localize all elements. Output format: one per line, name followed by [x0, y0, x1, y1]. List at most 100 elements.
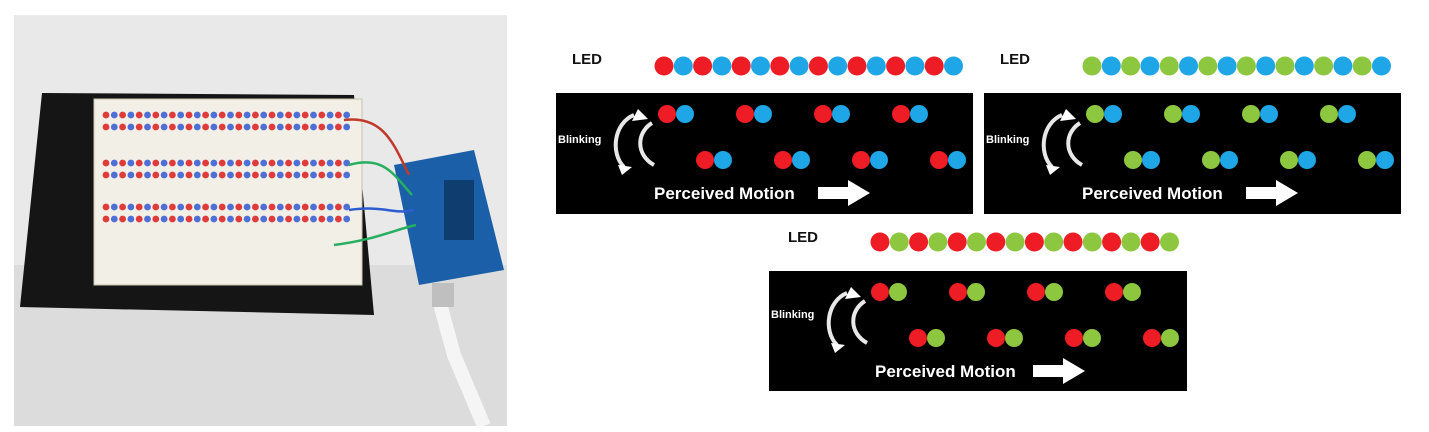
photo-led	[252, 159, 259, 167]
photo-led	[318, 111, 326, 119]
pair-led-b	[832, 105, 850, 123]
breadboard-photo	[14, 15, 507, 429]
photo-led	[185, 123, 193, 131]
photo-led	[193, 215, 201, 223]
pair-led-b	[1182, 105, 1200, 123]
photo-led	[260, 111, 268, 119]
photo-led	[144, 215, 151, 223]
photo-led	[152, 111, 160, 119]
pair-led-b	[1298, 151, 1316, 169]
blinking-arrows-icon	[613, 105, 966, 206]
led-dot	[1005, 232, 1025, 252]
led-dot	[693, 56, 713, 76]
photo-led	[343, 123, 351, 131]
photo-led	[218, 111, 226, 119]
led-dot	[889, 232, 909, 252]
curved-arrows-icon	[1041, 113, 1084, 169]
blinking-arrows-icon	[826, 283, 1179, 384]
led-dot	[808, 56, 828, 76]
photo-led	[243, 111, 251, 119]
photo-led	[102, 111, 110, 119]
photo-led	[152, 171, 160, 179]
photo-led	[285, 171, 292, 179]
blinking-label-3: Blinking	[771, 309, 815, 321]
led-dot	[886, 56, 906, 76]
photo-led	[135, 123, 143, 131]
led-dot	[1044, 232, 1064, 252]
photo-led	[285, 111, 292, 119]
breadboard-led-arduino-photo-icon	[14, 15, 507, 429]
photo-led	[169, 171, 176, 179]
pair-led-a	[1320, 105, 1338, 123]
pair-led-b	[948, 151, 966, 169]
photo-led	[110, 159, 118, 167]
photo-led	[119, 159, 126, 167]
photo-led	[202, 123, 210, 131]
photo-led	[260, 159, 268, 167]
pair-led-a	[736, 105, 754, 123]
pair-led-b	[1045, 283, 1063, 301]
pair-led-b	[927, 329, 945, 347]
photo-led	[218, 123, 226, 131]
led-row-3	[870, 232, 1179, 252]
photo-led	[185, 215, 193, 223]
photo-led	[193, 171, 201, 179]
photo-led	[177, 171, 185, 179]
photo-led	[193, 203, 201, 211]
pair-led-a	[909, 329, 927, 347]
diagram-panel-3: Blinking Perceived Motion	[769, 271, 1187, 391]
photo-led	[318, 203, 326, 211]
photo-led	[235, 111, 243, 119]
motion-arrow-icon	[1246, 180, 1298, 206]
photo-led	[119, 215, 126, 223]
photo-led	[210, 123, 218, 131]
led-row-2	[1082, 56, 1391, 76]
photo-led	[268, 215, 276, 223]
photo-led	[260, 215, 268, 223]
photo-led	[243, 215, 251, 223]
pair-led-a	[814, 105, 832, 123]
photo-led	[310, 171, 317, 179]
pair-led-b	[870, 151, 888, 169]
pair-led-b	[889, 283, 907, 301]
photo-led	[202, 159, 210, 167]
photo-led	[326, 215, 334, 223]
photo-led	[293, 171, 301, 179]
photo-led	[202, 171, 210, 179]
led-dot	[928, 232, 948, 252]
photo-led	[243, 171, 251, 179]
led-dot	[1159, 56, 1179, 76]
pair-led-a	[696, 151, 714, 169]
photo-led	[102, 159, 110, 167]
pair-led-a	[658, 105, 676, 123]
photo-led	[218, 203, 226, 211]
photo-led	[293, 111, 301, 119]
pair-led-a	[852, 151, 870, 169]
photo-led	[193, 111, 201, 119]
photo-led	[276, 203, 284, 211]
photo-led	[310, 215, 317, 223]
led-dot	[947, 232, 967, 252]
led-dot	[1140, 232, 1160, 252]
led-dot	[770, 56, 790, 76]
pair-led-b	[792, 151, 810, 169]
photo-led	[169, 215, 176, 223]
led-row-1	[654, 56, 963, 76]
led-dot	[1294, 56, 1314, 76]
curved-arrows-icon	[613, 113, 656, 169]
photo-led	[252, 111, 259, 119]
photo-led	[252, 203, 259, 211]
motion-arrow-icon	[818, 180, 870, 206]
photo-led	[152, 203, 160, 211]
pair-led-a	[930, 151, 948, 169]
photo-led	[293, 203, 301, 211]
photo-led	[135, 203, 143, 211]
photo-led	[335, 171, 342, 179]
photo-led	[110, 171, 118, 179]
photo-led	[102, 203, 110, 211]
photo-led	[343, 215, 351, 223]
photo-led	[210, 203, 218, 211]
photo-led	[293, 159, 301, 167]
led-dot	[866, 56, 886, 76]
led-dot	[1024, 232, 1044, 252]
